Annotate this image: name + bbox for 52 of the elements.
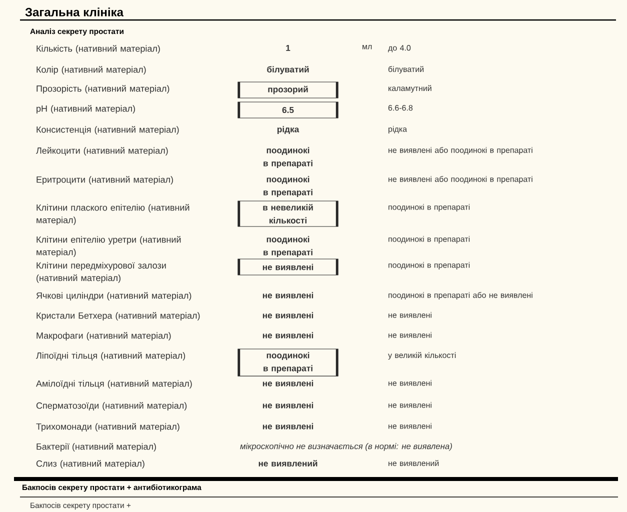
- result-box: не виявлені: [238, 258, 338, 276]
- parameter-name: Макрофаги (нативний матеріал): [36, 332, 171, 341]
- reference-value: не виявлені або поодинокі в препараті: [388, 147, 532, 155]
- parameter-name: Сперматозоїди (нативний матеріал): [36, 402, 187, 411]
- parameter-name: Клітини епітелію уретри (нативний матеріал): [36, 236, 181, 258]
- parameter-name: pH (нативний матеріал): [36, 105, 135, 114]
- result-value: не виявлені: [262, 423, 314, 430]
- result-value: не виявлені: [262, 402, 314, 408]
- parameter-name: Клітини передміхурової залози (нативний матеріал): [36, 262, 166, 283]
- result-value: не виявлені: [262, 292, 314, 298]
- parameter-name: Лейкоцити (нативний матеріал): [36, 147, 168, 156]
- reference-value: у великій кількості: [388, 352, 456, 360]
- reference-value: білуватий: [388, 66, 424, 74]
- parameter-name: Кількість (нативний матеріал): [36, 45, 160, 54]
- reference-value: поодинокі в препараті: [388, 204, 470, 212]
- reference-value: не виявлені: [388, 402, 432, 408]
- reference-value: не виявлені або поодинокі в препараті: [388, 176, 532, 184]
- parameter-name: Амілоїдні тільця (нативний матеріал): [36, 380, 192, 389]
- unit-text: мл: [362, 45, 372, 50]
- parameter-name: Кристали Бетхера (нативний матеріал): [36, 312, 200, 321]
- result-box: в невеликій кількості: [238, 200, 338, 228]
- result-value: 1: [286, 45, 290, 51]
- parameter-name: Ліпоїдні тільця (нативний матеріал): [36, 352, 186, 361]
- result-box: прозорий: [238, 80, 338, 100]
- reference-value: поодинокі в препараті: [388, 236, 470, 244]
- reference-value: не виявлені: [388, 423, 432, 429]
- result-value: мікроскопічно не визначається (в нормі: не виявлена): [240, 443, 452, 451]
- reference-value: 6.6-6.8: [388, 105, 413, 111]
- reference-value: до 4.0: [388, 45, 411, 52]
- result-value: не виявлений: [258, 460, 318, 466]
- parameter-name: Еритроцити (нативний матеріал): [36, 176, 173, 185]
- reference-value: каламутний: [388, 85, 432, 93]
- parameter-name: Бактерії (нативний матеріал): [36, 443, 156, 452]
- title: Загальна клініка: [25, 8, 124, 16]
- reference-value: рідка: [388, 126, 408, 134]
- parameter-name: Ячкові циліндри (нативний матеріал): [36, 292, 192, 301]
- result-value: не виявлені: [262, 312, 314, 318]
- reference-value: поодинокі в препараті: [388, 262, 470, 270]
- result-box: 6.5: [238, 100, 338, 120]
- parameter-name: Прозорість (нативний матеріал): [36, 85, 170, 94]
- reference-value: поодинокі в препараті або не виявлені: [388, 292, 532, 300]
- parameter-name: Клітини плаского епітелію (нативний матеріал): [36, 204, 190, 226]
- result-value: не виявлені: [262, 332, 314, 338]
- parameter-name: Колір (нативний матеріал): [36, 66, 146, 75]
- reference-value: не виявлені: [388, 332, 432, 338]
- result-value: рідка: [277, 126, 300, 134]
- parameter-name: Консистенція (нативний матеріал): [36, 126, 179, 135]
- reference-value: не виявлені: [388, 380, 432, 386]
- reference-value: не виявлений: [388, 460, 439, 466]
- parameter-name: Слиз (нативний матеріал): [36, 460, 144, 469]
- reference-value: не виявлені: [388, 312, 432, 318]
- parameter-name: Трихомонади (нативний матеріал): [36, 423, 180, 432]
